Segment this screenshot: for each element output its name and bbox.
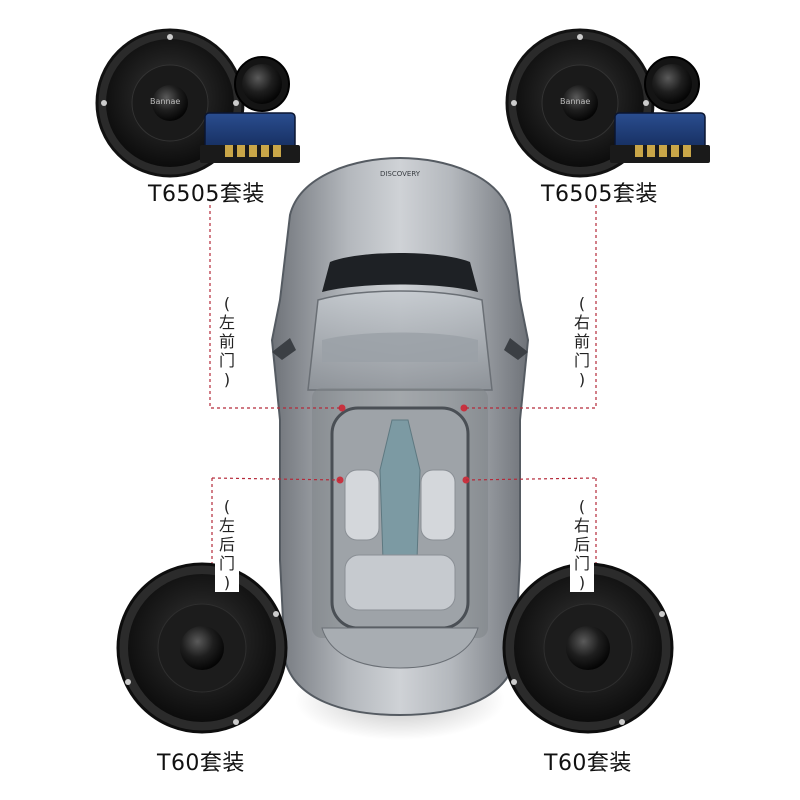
front-left-crossover bbox=[200, 112, 300, 163]
car-top-view bbox=[270, 156, 530, 740]
rear-right-speaker bbox=[502, 562, 674, 734]
front-left-product-label: T6505套装 bbox=[148, 182, 265, 207]
leader-lines bbox=[209, 205, 597, 575]
front-left-brand-plate: Bannae bbox=[150, 97, 180, 106]
front-right-product-label: T6505套装 bbox=[541, 182, 658, 207]
front-right-tweeter bbox=[644, 56, 700, 112]
front-left-door-label: ( 左 前 门 ) bbox=[215, 294, 239, 389]
front-right-brand-plate: Bannae bbox=[560, 97, 590, 106]
rear-left-door-label: ( 左 后 门 ) bbox=[215, 497, 239, 592]
front-right-crossover bbox=[610, 112, 710, 163]
rear-left-product-label: T60套装 bbox=[157, 751, 245, 776]
front-left-tweeter bbox=[234, 56, 290, 112]
front-right-dot bbox=[460, 404, 468, 412]
rear-left-speaker bbox=[116, 562, 288, 734]
front-right-door-label: ( 右 前 门 ) bbox=[570, 294, 594, 389]
car-badge: DISCOVERY bbox=[380, 170, 421, 178]
rear-right-product-label: T60套装 bbox=[544, 751, 632, 776]
rear-right-door-label: ( 右 后 门 ) bbox=[570, 497, 594, 592]
front-left-dot bbox=[338, 404, 346, 412]
